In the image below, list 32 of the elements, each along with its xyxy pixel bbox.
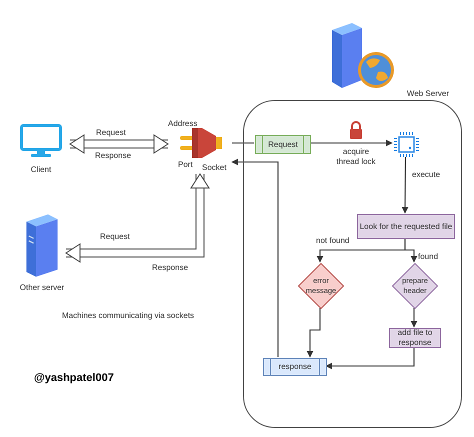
process-box xyxy=(357,214,455,239)
caption-text: Machines communicating via sockets xyxy=(62,310,194,322)
node-label: Port xyxy=(178,159,193,171)
arrow-label: Response xyxy=(95,150,132,162)
side-label: Socket xyxy=(202,162,226,174)
process-box xyxy=(263,358,327,376)
arrow xyxy=(231,158,279,357)
box-label: response xyxy=(278,361,312,373)
edge-label: found xyxy=(418,252,438,262)
box-label: Look for the requested file xyxy=(360,222,452,232)
box-label: add file to response xyxy=(396,328,434,348)
arrow xyxy=(410,308,418,328)
box-label: Request xyxy=(268,138,298,150)
arrow xyxy=(325,347,415,370)
arrow-label: Request xyxy=(100,231,130,243)
edge-label: execute xyxy=(412,170,440,180)
author-handle: @yashpatel007 xyxy=(34,371,114,386)
process-box xyxy=(389,328,441,348)
edge-label: acquire thread lock xyxy=(334,147,378,167)
cpu-icon xyxy=(393,131,420,158)
arrow-label: Response xyxy=(152,262,188,274)
arrow xyxy=(310,140,393,146)
process-box xyxy=(255,135,311,154)
container-heading: Web Server xyxy=(406,88,449,100)
node-label: Other server xyxy=(20,282,64,294)
arrow xyxy=(404,238,418,263)
arrow xyxy=(306,308,321,358)
arrow xyxy=(402,157,408,214)
node-label: Address xyxy=(168,118,198,130)
arrow-label: Request xyxy=(96,127,126,139)
node-label: Client xyxy=(30,164,52,176)
edge-label: not found xyxy=(316,236,350,246)
